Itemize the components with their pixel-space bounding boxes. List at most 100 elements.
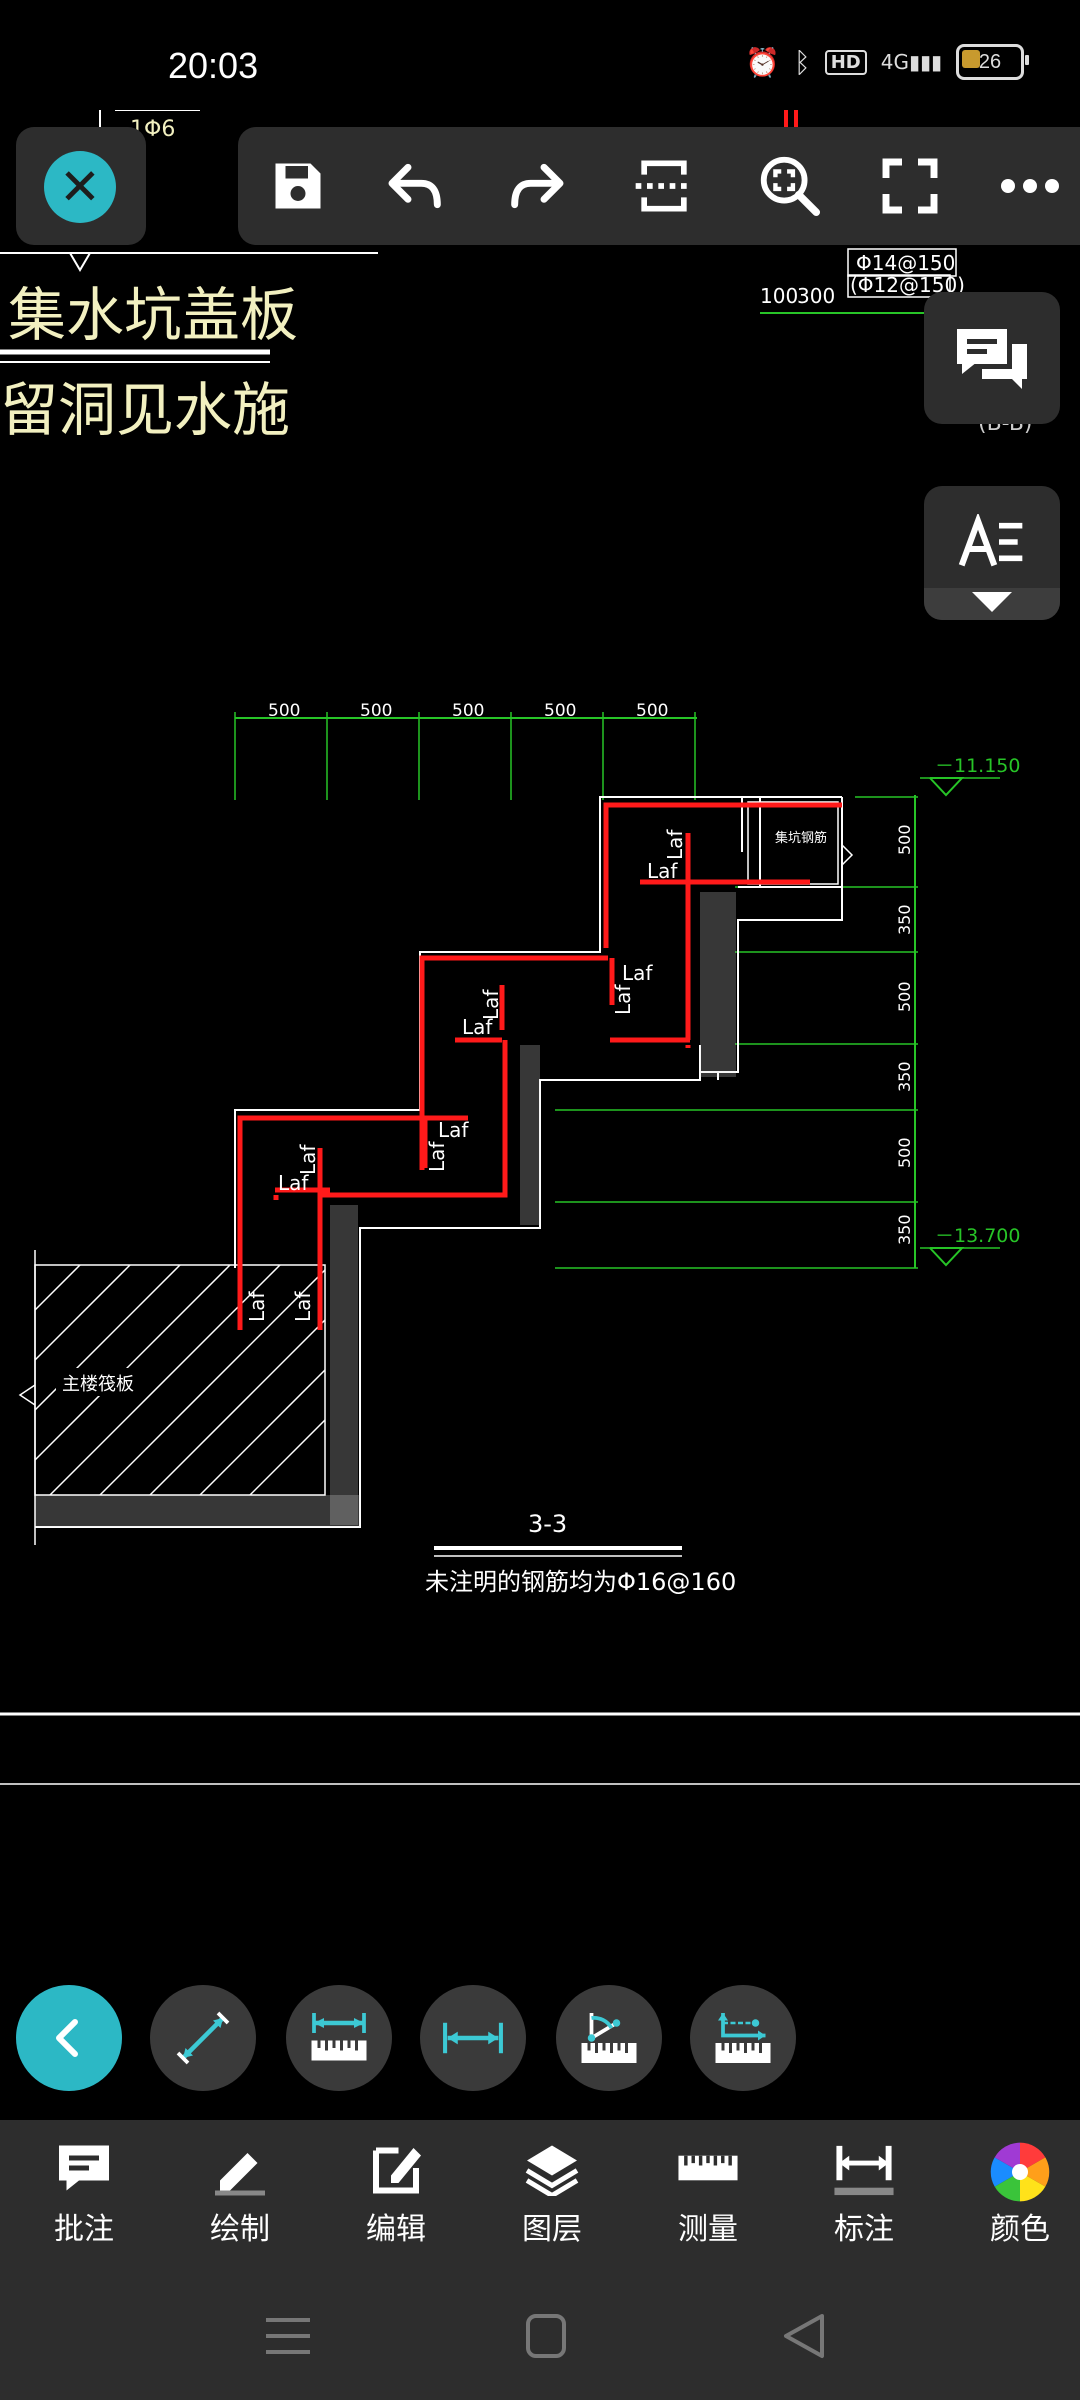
elevation-top: －11.150 [935,755,1020,777]
close-button[interactable]: ✕ [16,127,146,245]
signal-icon: 4G▮▮▮ [880,50,942,74]
zoom-icon [760,156,821,217]
nav-label: 绘制 [210,2212,270,2247]
elevation-marker [929,777,965,797]
hd-badge: HD [824,49,867,75]
undo-icon [388,163,441,209]
laf-label: Laf [278,1171,309,1195]
rebar-text-1: Φ14@150 [856,251,955,275]
nav-item-draw[interactable]: 绘制 [180,2140,300,2260]
network-type: 4G [880,50,909,74]
redo-button[interactable] [486,127,586,245]
text-format-icon [958,514,1023,567]
nav-label: 编辑 [366,2212,426,2247]
nav-item-layers[interactable]: 图层 [492,2140,612,2260]
right-dim-label: 350 [895,1214,914,1245]
laf-label: Laf [462,1015,493,1039]
top-dim-label: 500 [268,701,300,721]
nav-label: 颜色 [990,2212,1050,2247]
top-dim-label: 500 [544,701,576,721]
right-dim-label: 350 [895,904,914,935]
linear-measure-button[interactable] [286,1985,392,2091]
stair-concrete [35,796,843,1528]
nav-item-color[interactable]: 颜色 [960,2140,1080,2260]
back-triangle-icon[interactable] [774,2310,834,2362]
laf-label: Laf [663,829,687,860]
battery-icon: 26 [956,44,1029,80]
cad-drawing: 1Φ6 集水坑盖板 留洞见水施 Φ14@150 (Φ12@150) 100 30… [0,109,1080,1785]
laf-label: Laf [425,1141,449,1172]
nav-item-measure[interactable]: 测量 [648,2140,768,2260]
nav-item-dimension[interactable]: 标注 [804,2140,924,2260]
bluetooth-icon: ᛒ [793,45,811,79]
coordinate-ruler-icon [715,2013,771,2063]
nav-item-edit[interactable]: 编辑 [336,2140,456,2260]
more-button[interactable] [980,127,1080,245]
top-dim-label: 500 [360,701,392,721]
angle-measure-button[interactable] [556,1985,662,2091]
laf-label: Laf [647,859,678,883]
section-note: 未注明的钢筋均为Φ16@160 [425,1568,736,1596]
save-button[interactable] [248,127,348,245]
right-dim-label: 500 [895,824,914,855]
status-time: 20:03 [168,45,259,86]
comments-button[interactable] [924,292,1060,424]
crop-button[interactable] [614,127,714,245]
aligned-dimension-button[interactable] [150,1985,256,2091]
pen-icon [215,2153,265,2196]
status-icons: ⏰ ᛒ HD 4G▮▮▮ 26 [745,44,1029,80]
chat-bubbles-icon [957,329,1027,389]
laf-label: Laf [438,1118,469,1142]
linear-dimension-button[interactable] [420,1985,526,2091]
top-dim-label: 500 [452,701,484,721]
nav-label: 测量 [678,2212,738,2247]
right-dim-label: 500 [895,981,914,1012]
rebar-box [847,274,951,298]
alarm-icon: ⏰ [745,45,780,79]
break-mark [841,844,854,866]
dim-300: 300 [797,284,835,308]
nav-label: 批注 [54,2212,114,2247]
close-icon: ✕ [44,151,116,223]
save-icon [275,163,321,209]
more-icon [1001,179,1059,193]
laf-labels: Laf Laf Laf Laf Laf Laf Laf Laf Laf Laf … [245,829,687,1322]
raft-label: 主楼筏板 [62,1374,134,1395]
menu-icon[interactable] [258,2310,318,2362]
triangle-down-icon [972,592,1012,612]
laf-label: Laf [296,1144,320,1175]
nav-label: 图层 [522,2212,582,2247]
coordinate-measure-button[interactable] [690,1985,796,2091]
home-icon[interactable] [516,2310,576,2362]
chevron-left-icon [56,2019,78,2057]
angle-ruler-icon [581,2013,637,2063]
cad-leader [69,252,91,272]
rebar-box [847,248,957,277]
ruler-dimension-icon [311,2013,367,2061]
pit-rebar-label: 集坑钢筋 [775,830,827,846]
fullscreen-button[interactable] [860,127,960,245]
battery-level: 26 [978,50,1002,73]
rebar [237,802,842,1330]
undo-button[interactable] [366,127,466,245]
fullscreen-icon [882,158,938,214]
drawing-canvas[interactable]: 1Φ6 集水坑盖板 留洞见水施 Φ14@150 (Φ12@150) 100 30… [0,109,1080,2120]
nav-label: 标注 [834,2212,894,2247]
zoom-extents-button[interactable] [740,127,840,245]
break-mark [18,1384,36,1406]
diagonal-dimension-icon [176,2011,230,2065]
right-dim-label: 350 [895,1061,914,1092]
bottom-nav: 批注 绘制 编辑 图层 测量 标注 颜色 [0,2120,1080,2270]
crop-icon [635,160,693,212]
text-style-button[interactable] [924,486,1060,620]
layers-icon [525,2145,579,2196]
comment-icon [59,2145,109,2191]
back-button[interactable] [16,1985,122,2091]
nav-item-annotate[interactable]: 批注 [24,2140,144,2260]
title-cover: 集水坑盖板 [8,281,298,349]
section-label: 3-3 [528,1510,567,1538]
horizontal-dimension-icon [443,2022,503,2054]
elevation-bottom: －13.700 [935,1225,1020,1247]
status-bar: 20:03 ⏰ ᛒ HD 4G▮▮▮ 26 [0,0,1080,110]
top-toolbar [238,127,1080,245]
